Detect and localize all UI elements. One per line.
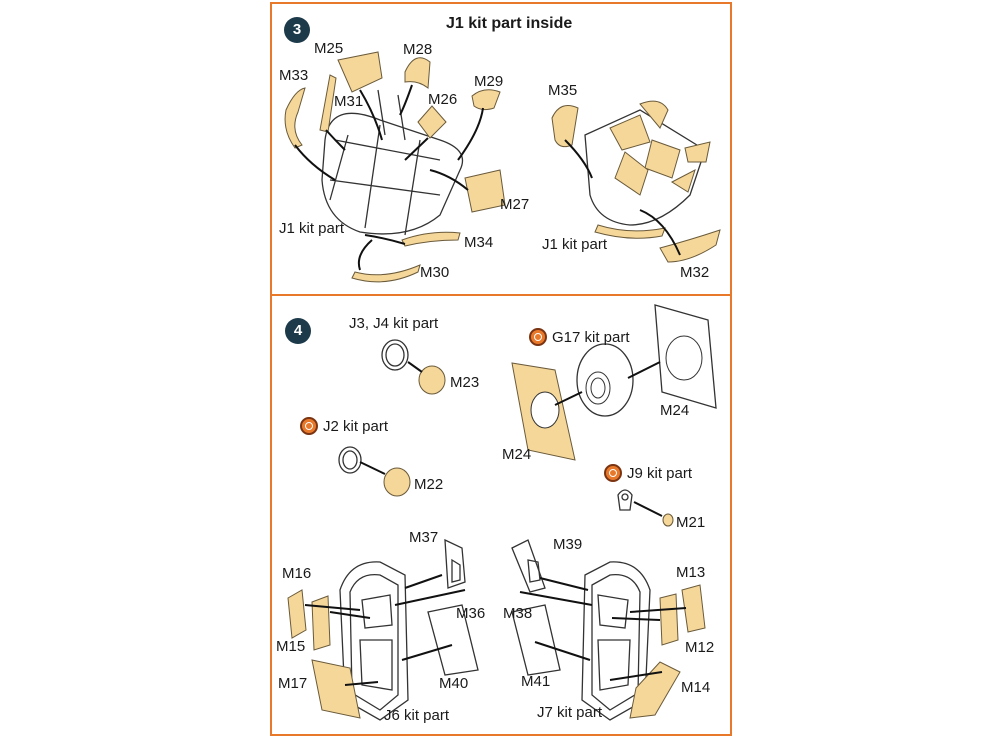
label-m37: M37: [409, 529, 439, 546]
label-m39: M39: [553, 536, 583, 553]
label-m17: M17: [278, 675, 308, 692]
label-m21: M21: [676, 514, 706, 531]
label-g17-kit-part: G17 kit part: [552, 329, 630, 346]
label-m12: M12: [685, 639, 715, 656]
label-j1-right: J1 kit part: [542, 236, 608, 253]
label-m32: M32: [680, 264, 710, 281]
label-m22: M22: [414, 476, 444, 493]
label-m34: M34: [464, 234, 494, 251]
label-m31: M31: [334, 93, 364, 110]
label-m28: M28: [403, 41, 433, 58]
step-4-badge: 4: [285, 318, 311, 344]
j3-j4-ring-drawing: [381, 339, 446, 395]
label-m41: M41: [521, 673, 551, 690]
step-3-badge: 3: [284, 17, 310, 43]
step-3-title: J1 kit part inside: [446, 15, 573, 32]
label-m24-right: M24: [660, 402, 690, 419]
label-m16: M16: [282, 565, 312, 582]
label-j3-j4-kit-part: J3, J4 kit part: [349, 315, 439, 332]
j1-canopy-right-drawing: [584, 100, 711, 226]
label-m36: M36: [456, 605, 486, 622]
j7-door-drawing: [511, 539, 706, 721]
label-m40: M40: [439, 675, 469, 692]
j1-canopy-left-drawing: [321, 89, 464, 236]
label-m38: M38: [503, 605, 533, 622]
step3-right-arrows: [564, 139, 681, 256]
label-j7-kit-part: J7 kit part: [537, 704, 603, 721]
label-j9-kit-part: J9 kit part: [627, 465, 693, 482]
g17-wheel-drawing: [511, 304, 717, 461]
label-m15: M15: [276, 638, 306, 655]
step-4-panel: [270, 296, 732, 736]
step3-left-masks: [284, 51, 506, 283]
label-j6-kit-part: J6 kit part: [384, 707, 450, 724]
label-m13: M13: [676, 564, 706, 581]
label-j1-left: J1 kit part: [279, 220, 345, 237]
j9-part-drawing: [617, 489, 674, 527]
label-m24-left: M24: [502, 446, 532, 463]
reference-icon: [300, 417, 318, 435]
label-m35: M35: [548, 82, 578, 99]
step3-left-arrows: [294, 84, 484, 271]
label-m25: M25: [314, 40, 344, 57]
reference-icon: [604, 464, 622, 482]
label-m27: M27: [500, 196, 530, 213]
label-m30: M30: [420, 264, 450, 281]
label-m33: M33: [279, 67, 309, 84]
reference-icon: [529, 328, 547, 346]
label-m26: M26: [428, 91, 458, 108]
step3-right-masks: [551, 105, 721, 263]
label-j2-kit-part: J2 kit part: [323, 418, 389, 435]
label-m14: M14: [681, 679, 711, 696]
label-m29: M29: [474, 73, 504, 90]
j2-ring-drawing: [338, 446, 411, 497]
j6-door-drawing: [287, 538, 479, 721]
label-m23: M23: [450, 374, 480, 391]
